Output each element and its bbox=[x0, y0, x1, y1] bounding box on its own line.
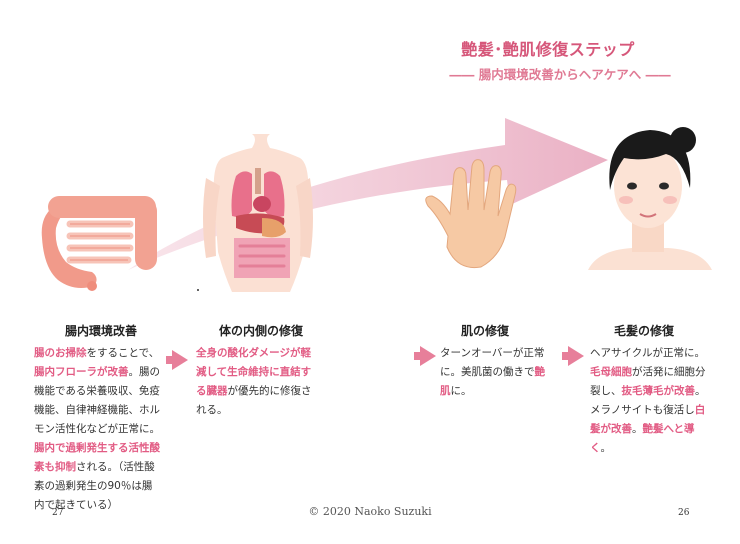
dot-mark bbox=[197, 289, 199, 291]
body-text: ヘアサイクルが正常に。 bbox=[590, 347, 705, 359]
body-text: が優先的に修復される。 bbox=[196, 385, 312, 416]
heading-skin: 肌の修復 bbox=[460, 324, 509, 338]
step-triangle bbox=[420, 346, 436, 366]
step-triangle-bar bbox=[414, 352, 420, 360]
body-text: 。腸の機能である栄養吸収、免疫機能、自律神経機能、ホルモン活性化などが正常に。 bbox=[34, 366, 160, 435]
highlight-text: 全身の酸化ダメージが軽減して生命維持に直結する臓器 bbox=[196, 347, 312, 397]
torso-illustration bbox=[203, 134, 313, 292]
highlight-text: 毛母細胞 bbox=[590, 366, 632, 378]
body-text: 。 bbox=[600, 442, 612, 454]
highlight-text: 腸のお掃除 bbox=[34, 347, 87, 359]
step-triangle bbox=[568, 346, 584, 366]
body-body: 全身の酸化ダメージが軽減して生命維持に直結する臓器が優先的に修復される。 bbox=[196, 344, 320, 420]
woman-illustration bbox=[588, 127, 712, 270]
page-subtitle: ―― 腸内環境改善からヘアケアへ ―― bbox=[449, 67, 671, 82]
heading-hair: 毛髪の修復 bbox=[613, 324, 674, 338]
body-hair: ヘアサイクルが正常に。毛母細胞が活発に細胞分裂し、抜毛薄毛が改善。メラノサイトも… bbox=[590, 344, 710, 458]
body-skin: ターンオーバーが正常に。美肌菌の働きで艶肌に。 bbox=[440, 344, 555, 401]
page-number-right: 26 bbox=[678, 508, 690, 518]
body-text: ターンオーバーが正常に。美肌菌の働きで bbox=[440, 347, 545, 378]
heading-body: 体の内側の修復 bbox=[218, 324, 303, 338]
highlight-text: 腸内フローラが改善 bbox=[34, 366, 129, 378]
body-text: をすることで、 bbox=[86, 347, 160, 359]
highlight-text: 艶肌 bbox=[440, 366, 545, 397]
highlight-text: 艶髪へと導く bbox=[590, 423, 695, 454]
body-text: に。 bbox=[450, 385, 472, 397]
body-intestine: 腸のお掃除をすることで、腸内フローラが改善。腸の機能である栄養吸収、免疫機能、自… bbox=[34, 344, 162, 515]
copyright: © 2020 Naoko Suzuki bbox=[308, 505, 432, 518]
intestine-illustration bbox=[41, 196, 157, 291]
illustration-area bbox=[41, 118, 712, 292]
highlight-text: 白髪が改善 bbox=[590, 404, 706, 435]
hand-illustration bbox=[425, 159, 517, 269]
step-triangle bbox=[172, 350, 188, 370]
step-triangle-bar bbox=[166, 356, 172, 364]
highlight-text: 抜毛薄毛が改善 bbox=[621, 385, 696, 397]
highlight-text: 腸内で過剰発生する活性酸素も抑制 bbox=[34, 442, 160, 473]
heading-intestine: 腸内環境改善 bbox=[64, 324, 137, 338]
progress-arrow bbox=[128, 118, 608, 270]
body-text: 。メラノサイトも復活し bbox=[590, 385, 706, 416]
page-number-left: 27 bbox=[52, 508, 64, 518]
body-text: 。 bbox=[632, 423, 643, 435]
page-title: 艶髪･艶肌修復ステップ bbox=[461, 40, 635, 59]
body-text: が活発に細胞分裂し、 bbox=[590, 366, 706, 397]
body-text: される。（活性酸素の過剰発生の90％は腸内で起きている） bbox=[34, 461, 155, 511]
step-triangle-bar bbox=[562, 352, 568, 360]
